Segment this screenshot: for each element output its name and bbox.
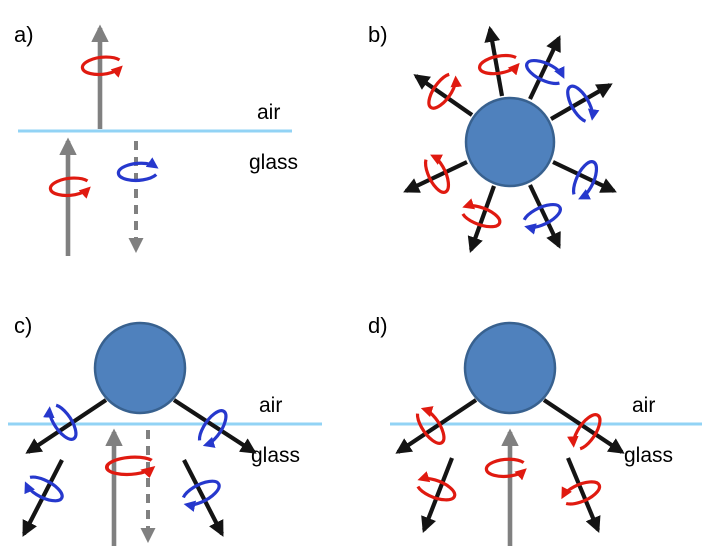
sphere bbox=[93, 321, 187, 415]
scattered-arrow bbox=[528, 35, 561, 100]
panel-d: d) air glass bbox=[368, 313, 702, 546]
sphere bbox=[464, 96, 556, 188]
scattered-arrow bbox=[172, 398, 257, 454]
glass-label: glass bbox=[249, 151, 298, 174]
red-coil-icon bbox=[416, 475, 457, 504]
scattered-arrow bbox=[549, 83, 613, 121]
glass-label: glass bbox=[624, 444, 673, 467]
scattered-arrow bbox=[566, 457, 601, 533]
panel-b-label: b) bbox=[368, 22, 388, 47]
glass-label: glass bbox=[251, 444, 300, 467]
scattered-arrow bbox=[421, 457, 454, 533]
scattered-arrow bbox=[467, 185, 496, 254]
sphere bbox=[463, 321, 557, 415]
scattered-arrow bbox=[552, 160, 617, 193]
scattered-arrow bbox=[484, 25, 505, 97]
panel-a-label: a) bbox=[14, 22, 34, 47]
panel-d-label: d) bbox=[368, 313, 388, 338]
scattered-arrow bbox=[413, 74, 474, 117]
scattered-arrow bbox=[403, 160, 468, 193]
air-label: air bbox=[257, 101, 280, 124]
scattered-arrow bbox=[395, 398, 478, 454]
scattered-arrow bbox=[528, 184, 561, 249]
scattered-arrow bbox=[182, 459, 224, 537]
scattered-arrow bbox=[542, 398, 625, 454]
panel-c: c) air glass bbox=[8, 313, 322, 546]
red-coil-icon bbox=[414, 407, 449, 448]
red-coil-icon bbox=[486, 458, 525, 478]
air-label: air bbox=[259, 394, 282, 417]
air-label: air bbox=[632, 394, 655, 417]
panel-b: b) bbox=[368, 22, 617, 254]
panel-a: a) air glass bbox=[14, 22, 298, 256]
panel-c-label: c) bbox=[14, 313, 32, 338]
scattered-arrow bbox=[25, 398, 108, 454]
